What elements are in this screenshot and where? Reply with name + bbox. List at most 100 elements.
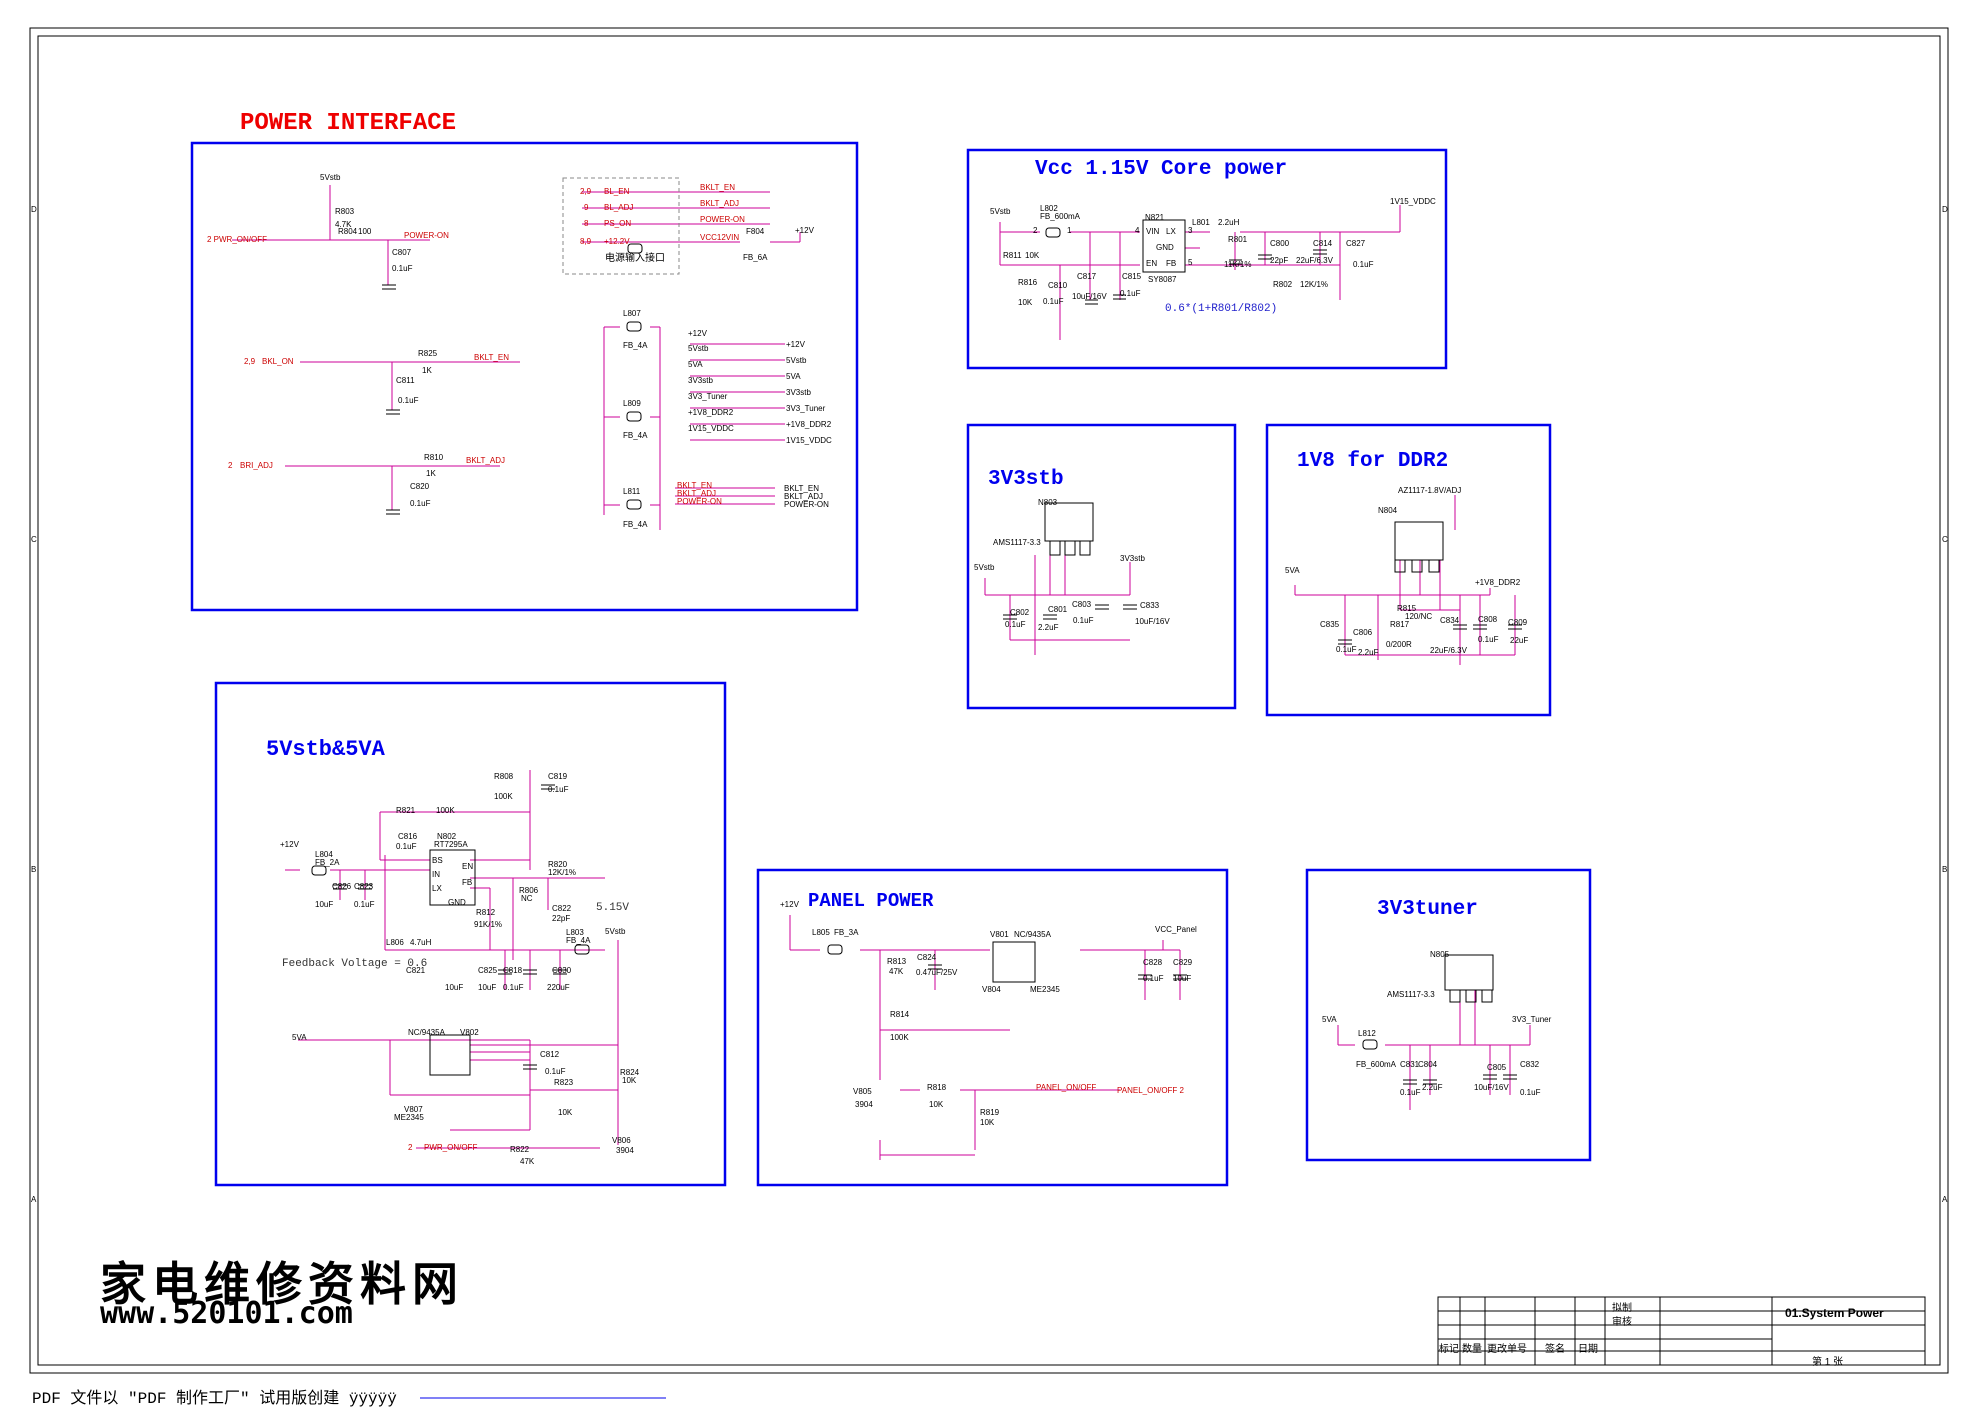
core-label: VIN bbox=[1146, 227, 1160, 236]
tuner-label: 2.2uF bbox=[1422, 1083, 1443, 1092]
panel-label: R818 bbox=[927, 1083, 947, 1092]
panel-label: PANEL_ON/OFF 2 bbox=[1117, 1086, 1184, 1095]
pi-label: BKLT_EN bbox=[700, 183, 735, 192]
pi-label: +12V bbox=[786, 340, 805, 349]
core-label: 0.1uF bbox=[1353, 260, 1374, 269]
core-label: 11K/1% bbox=[1224, 260, 1252, 269]
stb5-label: 0.1uF bbox=[548, 785, 569, 794]
border-marker: D bbox=[1942, 205, 1948, 214]
core-label: R816 bbox=[1018, 278, 1038, 287]
stb5-label: R820 bbox=[548, 860, 568, 869]
panel-label: 10K bbox=[980, 1118, 995, 1127]
tuner-label: C831 bbox=[1400, 1060, 1420, 1069]
panel-label: VCC_Panel bbox=[1155, 925, 1197, 934]
core-label: 0.1uF bbox=[1043, 297, 1064, 306]
ddr-label: 22uF bbox=[1510, 636, 1529, 645]
pi-label: 5VA bbox=[786, 372, 801, 381]
title-block-sheet-name: 01.System Power bbox=[1785, 1306, 1884, 1320]
border-marker: C bbox=[31, 535, 37, 544]
core-label: L802 bbox=[1040, 204, 1058, 213]
stb5-label: 12K/1% bbox=[548, 868, 577, 877]
stb5-label: 10K bbox=[622, 1076, 637, 1085]
panel-label: C829 bbox=[1173, 958, 1193, 967]
core-label: 2 bbox=[1033, 226, 1038, 235]
stb5-label: 0.1uF bbox=[545, 1067, 566, 1076]
stb5-label: 0.1uF bbox=[396, 842, 417, 851]
ddr-label: 0/200R bbox=[1386, 640, 1412, 649]
outer-frame bbox=[29, 27, 1949, 1374]
pi-label: 5Vstb bbox=[786, 356, 807, 365]
stb5-label: V806 bbox=[612, 1136, 631, 1145]
pi-label: 2,9 bbox=[244, 357, 256, 366]
title-3v3stb: 3V3stb bbox=[988, 468, 1064, 491]
ddr-label: C809 bbox=[1508, 618, 1528, 627]
core-label: FB_600mA bbox=[1040, 212, 1081, 221]
core-label: 12K/1% bbox=[1300, 280, 1329, 289]
core-label: 10K bbox=[1018, 298, 1033, 307]
stb5-label: C819 bbox=[548, 772, 568, 781]
panel-label: V804 bbox=[982, 985, 1001, 994]
panel-label: V801 bbox=[990, 930, 1009, 939]
panel-label: NC/9435A bbox=[1014, 930, 1051, 939]
stb-label: 0.1uF bbox=[1073, 616, 1094, 625]
panel-label: 10K bbox=[929, 1100, 944, 1109]
pi-label: 2,9 bbox=[580, 187, 592, 196]
ddr-label: R817 bbox=[1390, 620, 1410, 629]
ddr-label: +1V8_DDR2 bbox=[1475, 578, 1521, 587]
box-3v3stb bbox=[966, 423, 1237, 710]
stb5-label: +12V bbox=[280, 840, 299, 849]
title-block-checked: 审核 bbox=[1612, 1317, 1632, 1328]
stb5-label: R808 bbox=[494, 772, 514, 781]
core-label: C800 bbox=[1270, 239, 1290, 248]
title-block-drawn: 拟制 bbox=[1612, 1303, 1632, 1314]
stb5-label: 22pF bbox=[552, 914, 571, 923]
pi-label: 2 bbox=[228, 461, 233, 470]
pi-label: BRI_ADJ bbox=[240, 461, 273, 470]
stb5-label: 0.1uF bbox=[503, 983, 524, 992]
stb5-label: C818 bbox=[503, 966, 523, 975]
stb5-label: C812 bbox=[540, 1050, 560, 1059]
pi-label: BKLT_ADJ bbox=[466, 456, 505, 465]
stb5-label: C830 bbox=[552, 966, 572, 975]
title-block-header: 标记 bbox=[1439, 1344, 1459, 1355]
stb5-label: 10K bbox=[558, 1108, 573, 1117]
pi-label: 3V3stb bbox=[688, 376, 713, 385]
pi-label: BL_EN bbox=[604, 187, 630, 196]
core-label: R801 bbox=[1228, 235, 1248, 244]
tuner-label: AMS1117-3.3 bbox=[1387, 990, 1435, 999]
stb5-label: R812 bbox=[476, 908, 496, 917]
border-marker: B bbox=[31, 865, 37, 874]
stb5-label: 3904 bbox=[616, 1146, 634, 1155]
pi-label: 0.1uF bbox=[410, 499, 431, 508]
panel-label: 0.1uF bbox=[1143, 974, 1164, 983]
title-block-header: 更改单号 bbox=[1487, 1344, 1527, 1355]
pi-label: +12V bbox=[795, 226, 814, 235]
stb5-label: 5VA bbox=[292, 1033, 307, 1042]
core-label: 4 bbox=[1135, 226, 1140, 235]
core-label: 1V15_VDDC bbox=[1390, 197, 1436, 206]
panel-label: PANEL_ON/OFF bbox=[1036, 1083, 1097, 1092]
pi-label: BKLT_ADJ bbox=[700, 199, 739, 208]
title-block-header: 数量 bbox=[1462, 1344, 1482, 1355]
pi-label: FB_4A bbox=[623, 520, 648, 529]
pi-label: +12V bbox=[688, 329, 707, 338]
core-label: 0.1uF bbox=[1120, 289, 1141, 298]
pi-label: C820 bbox=[410, 482, 430, 491]
title-block-sheet-no: 第 1 张 bbox=[1812, 1357, 1844, 1368]
pi-label: FB_4A bbox=[623, 431, 648, 440]
panel-label: 3904 bbox=[855, 1100, 873, 1109]
pi-label: 1V15_VDDC bbox=[786, 436, 832, 445]
pi-label: 3V3stb bbox=[786, 388, 811, 397]
pi-label: BKLT_ADJ bbox=[677, 489, 716, 498]
pi-label: 5VA bbox=[688, 360, 703, 369]
core-label: 1 bbox=[1067, 226, 1072, 235]
title-panel-power: PANEL POWER bbox=[808, 890, 934, 912]
pi-label: R825 bbox=[418, 349, 438, 358]
core-label: C827 bbox=[1346, 239, 1366, 248]
feedback-note: Feedback Voltage = 0.6 bbox=[282, 958, 428, 970]
stb5-label: 10uF bbox=[315, 900, 334, 909]
core-label: 2.2uH bbox=[1218, 218, 1240, 227]
stb5-label: ME2345 bbox=[394, 1113, 424, 1122]
core-label: N821 bbox=[1145, 213, 1165, 222]
